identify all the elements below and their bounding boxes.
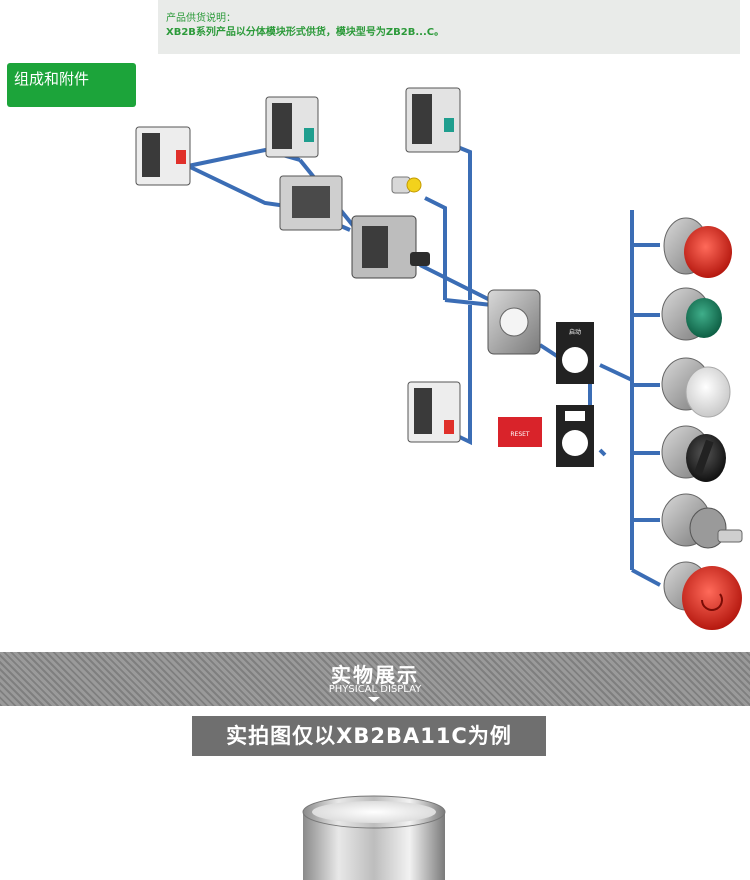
physical-display-banner: 实物展示 PHYSICAL DISPLAY	[0, 652, 750, 706]
supply-note-text: XB2B系列产品以分体模块形式供货，模块型号为ZB2B...C。	[166, 27, 445, 38]
example-caption: 实拍图仅以XB2BA11C为例	[192, 716, 546, 756]
button-cap	[312, 801, 436, 823]
chevron-down-icon	[368, 697, 380, 702]
supply-note-title: 产品供货说明：	[166, 13, 236, 24]
mounting-collar	[279, 175, 343, 231]
contact-block-bottom	[407, 381, 461, 443]
reset-label: RESET	[498, 417, 542, 447]
legend-plate-start: 启动	[556, 322, 594, 384]
button-head-white	[661, 357, 731, 418]
section-header: 组成和附件	[7, 63, 136, 107]
light-block	[351, 215, 430, 279]
contact-block-left	[135, 126, 191, 186]
svg-text:RESET: RESET	[510, 431, 530, 438]
legend-plate-text: 启动	[569, 328, 581, 336]
head-body	[487, 289, 541, 355]
button-head-green	[661, 287, 722, 341]
key-switch	[661, 493, 743, 549]
banner-subtitle: PHYSICAL DISPLAY	[328, 684, 422, 695]
legend-plate-blank	[556, 405, 594, 467]
contact-block-top-right	[405, 87, 461, 153]
banner-title: 实物展示	[331, 663, 419, 687]
contact-block-top	[265, 96, 319, 158]
emergency-stop-button	[663, 561, 742, 630]
bulb-icon	[391, 176, 422, 194]
components-diagram: 启动 RESET	[135, 87, 743, 630]
selector-switch-black	[661, 425, 726, 482]
button-bezel	[303, 812, 445, 880]
supply-note: 产品供货说明： XB2B系列产品以分体模块形式供货，模块型号为ZB2B...C。	[158, 0, 740, 54]
button-rim	[302, 795, 446, 829]
button-head-red	[663, 217, 732, 278]
